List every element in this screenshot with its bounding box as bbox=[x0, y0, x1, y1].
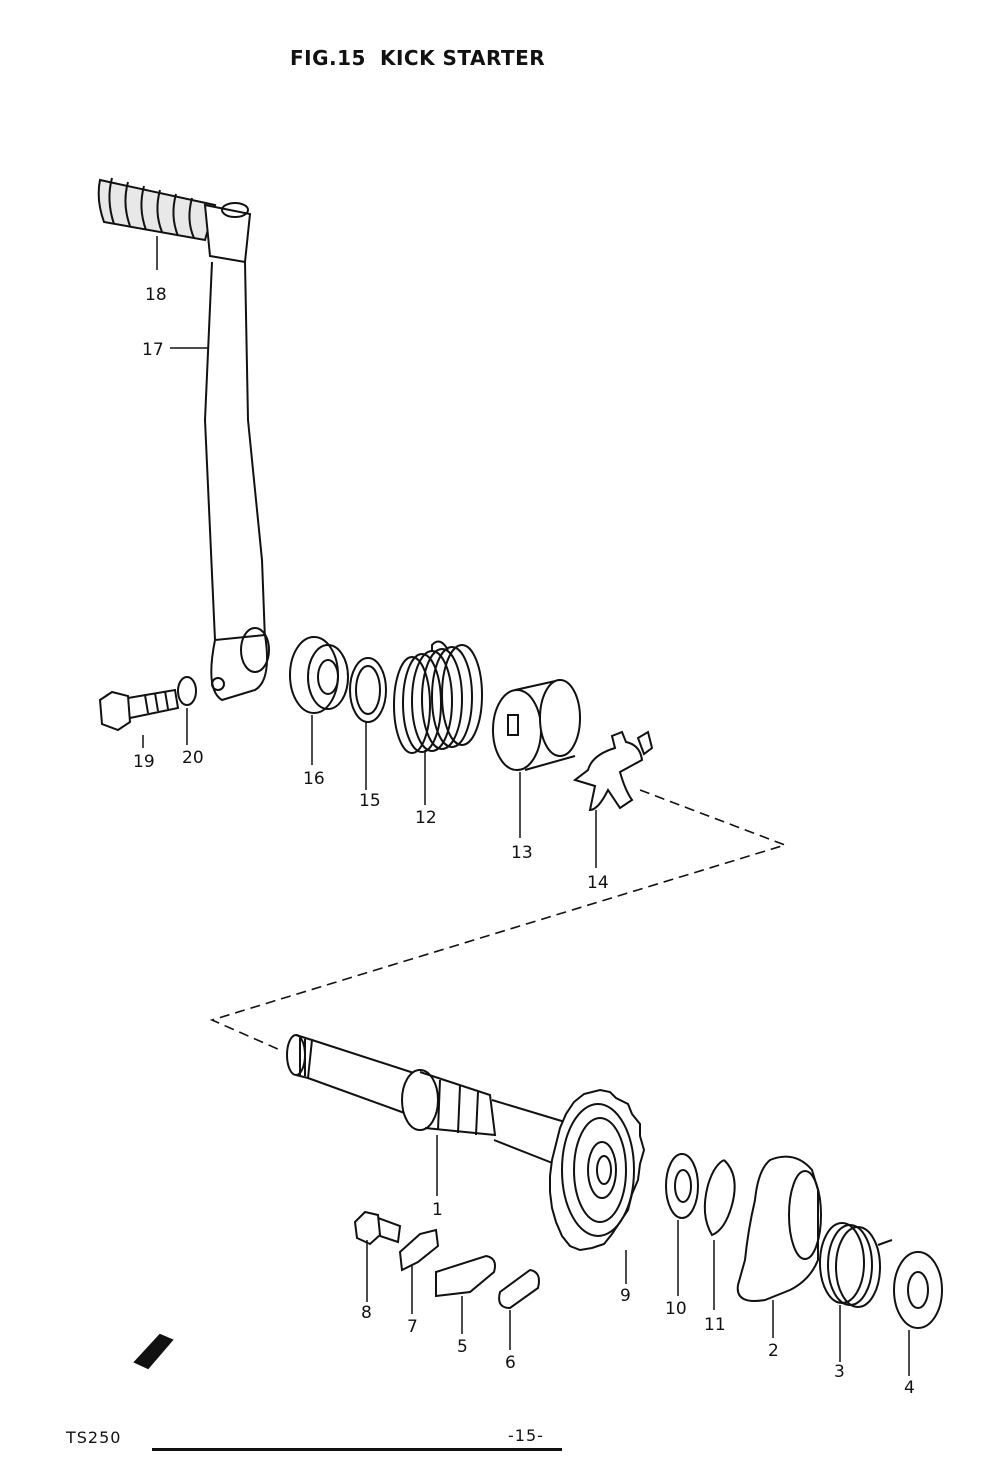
part-9-drive-gear bbox=[549, 1088, 646, 1252]
part-number-11: 11 bbox=[704, 1315, 726, 1335]
part-number-5: 5 bbox=[457, 1337, 468, 1357]
part-5-guide bbox=[435, 1254, 496, 1298]
figure-name: KICK STARTER bbox=[379, 46, 546, 70]
part-7-lock-washer bbox=[398, 1228, 440, 1272]
part-2-pawl bbox=[736, 1155, 822, 1302]
part-14-stopper bbox=[572, 730, 654, 812]
figure-title: FIG.15 KICK STARTER bbox=[290, 46, 559, 70]
part-12-kick-spring bbox=[393, 640, 483, 754]
part-number-18: 18 bbox=[145, 285, 167, 305]
part-number-4: 4 bbox=[904, 1378, 915, 1398]
part-number-20: 20 bbox=[182, 748, 204, 768]
part-number-14: 14 bbox=[587, 873, 609, 893]
footer-rule bbox=[152, 1448, 562, 1451]
part-number-1: 1 bbox=[432, 1200, 443, 1220]
part-10-washer bbox=[665, 1153, 699, 1219]
figure-number: FIG.15 bbox=[290, 46, 366, 70]
part-3-spring bbox=[819, 1222, 893, 1308]
part-4-washer bbox=[893, 1251, 943, 1329]
part-number-10: 10 bbox=[665, 1299, 687, 1319]
part-15-washer bbox=[349, 657, 387, 723]
connector-dashed-line bbox=[209, 789, 788, 1051]
part-number-3: 3 bbox=[834, 1362, 845, 1382]
part-8-bolt bbox=[353, 1210, 402, 1246]
part-number-6: 6 bbox=[505, 1353, 516, 1373]
part-number-8: 8 bbox=[361, 1303, 372, 1323]
direction-arrow-icon bbox=[133, 1333, 174, 1370]
part-number-17: 17 bbox=[142, 340, 164, 360]
part-number-7: 7 bbox=[407, 1317, 418, 1337]
part-11-circlip bbox=[703, 1159, 736, 1237]
part-19-bolt bbox=[98, 688, 180, 732]
part-number-13: 13 bbox=[511, 843, 533, 863]
page-number: -15- bbox=[508, 1426, 544, 1445]
part-16-oil-seal bbox=[289, 636, 349, 714]
part-20-washer bbox=[177, 676, 197, 706]
part-18-kick-rubber bbox=[97, 177, 252, 264]
part-number-16: 16 bbox=[303, 769, 325, 789]
part-number-19: 19 bbox=[133, 752, 155, 772]
part-number-2: 2 bbox=[768, 1341, 779, 1361]
model-code: TS250 bbox=[66, 1428, 122, 1447]
part-1-kick-shaft bbox=[286, 1034, 566, 1167]
part-number-12: 12 bbox=[415, 808, 437, 828]
part-13-spring-guide bbox=[492, 679, 581, 771]
part-number-15: 15 bbox=[359, 791, 381, 811]
part-17-kick-lever bbox=[203, 261, 270, 702]
part-6-plate bbox=[498, 1268, 540, 1310]
part-number-9: 9 bbox=[620, 1286, 631, 1306]
